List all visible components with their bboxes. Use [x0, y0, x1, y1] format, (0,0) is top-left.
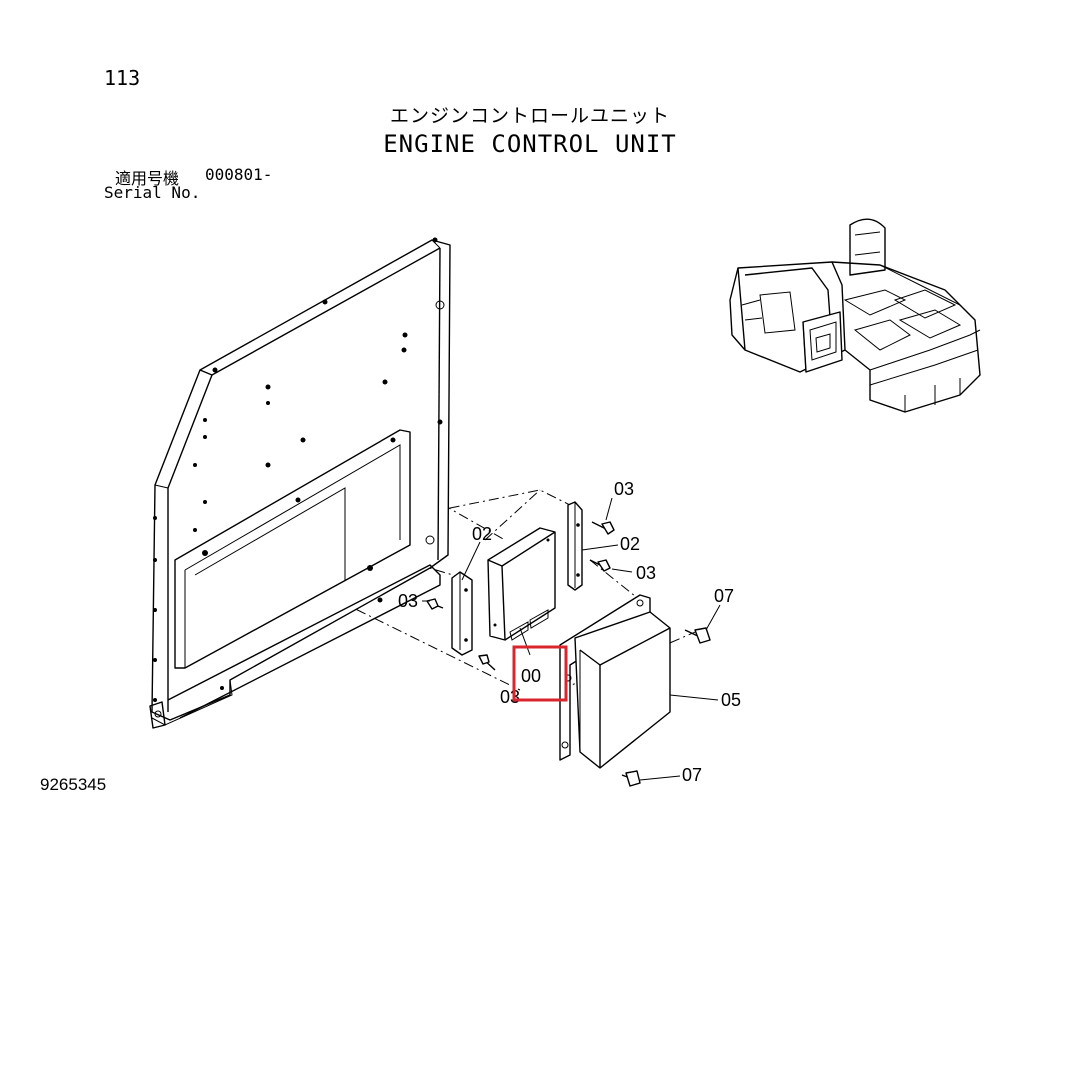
bolt-03-top	[591, 521, 615, 535]
right-bracket	[567, 501, 583, 591]
mounting-panel	[149, 237, 451, 729]
drawing-number: 9265345	[40, 775, 107, 794]
page-number: 113	[104, 66, 141, 90]
machine-overview-illustration	[729, 218, 981, 413]
callout-03-bottom: 03	[500, 687, 520, 707]
left-bracket	[451, 571, 473, 656]
callout-07-bottom: 07	[682, 765, 702, 785]
callout-leaders	[422, 497, 721, 781]
bolt-03-bottom	[478, 654, 496, 671]
title-japanese: エンジンコントロールユニット	[389, 105, 670, 127]
serial-label-english: Serial No.	[104, 183, 201, 202]
callout-07-top: 07	[714, 586, 734, 606]
callout-05: 05	[721, 690, 741, 710]
callout-02-left: 02	[472, 524, 492, 544]
bolt-03-right	[589, 559, 611, 572]
engine-control-unit	[487, 527, 556, 641]
serial-label-japanese: 適用号機	[115, 169, 180, 188]
callout-03-top: 03	[614, 479, 634, 499]
callout-03-right: 03	[636, 563, 656, 583]
title-english: ENGINE CONTROL UNIT	[383, 130, 677, 158]
highlight-box	[512, 645, 568, 702]
serial-range: 000801-	[205, 165, 273, 184]
bolt-07-top	[684, 627, 711, 644]
protective-cover	[559, 594, 671, 769]
callout-03-left: 03	[398, 591, 418, 611]
bolt-07-bottom	[621, 770, 641, 787]
callout-02-right: 02	[620, 534, 640, 554]
callout-00[interactable]: 00	[521, 666, 541, 686]
